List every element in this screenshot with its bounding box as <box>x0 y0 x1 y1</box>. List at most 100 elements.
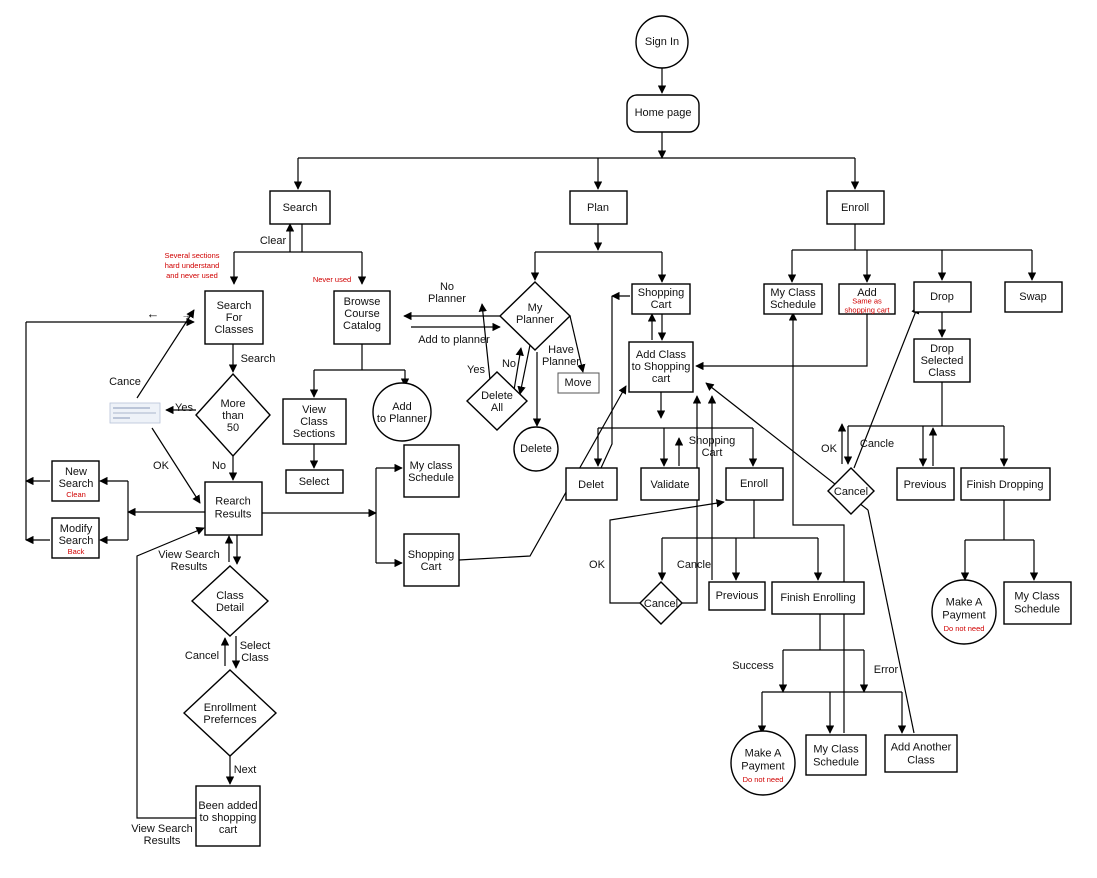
home-page-label: Home page <box>635 107 692 119</box>
finish-enrolling-label: Finish Enrolling <box>780 592 855 604</box>
success-edge-label: Success <box>732 660 774 672</box>
search-edge-label: Search <box>241 353 276 365</box>
swap-label: Swap <box>1019 291 1047 303</box>
enroll-sub-node: Enroll <box>725 467 784 501</box>
delete-label: Delete <box>520 443 552 455</box>
cancel-enroll-decision: Cancel <box>639 581 683 625</box>
clear-edge-label: Clear <box>260 235 287 247</box>
previous-enroll-label: Previous <box>716 590 759 602</box>
move-node: Move <box>557 372 600 394</box>
cancel-detail-edge-label: Cancel <box>185 650 219 662</box>
previous-drop-node: Previous <box>896 467 955 501</box>
ok-enroll-edge-label: OK <box>589 559 606 571</box>
select-node: Select <box>285 469 344 494</box>
clean-note: Clean <box>66 490 86 499</box>
add-to-planner-edge-label: Add to planner <box>418 334 490 346</box>
results-thumbnail <box>109 402 161 424</box>
search-node: Search <box>269 190 331 225</box>
sign-in-label: Sign In <box>645 36 679 48</box>
next-edge-label: Next <box>234 764 257 776</box>
error-edge-label: Error <box>874 664 899 676</box>
ok-left-edge-label: OK <box>153 460 170 472</box>
back-note: Back <box>68 547 85 556</box>
cancel-enroll-label: Cancel <box>644 598 678 610</box>
enroll-node: Enroll <box>826 190 885 225</box>
cancel-drop-label: Cancel <box>834 486 868 498</box>
left-arrow-glyph: ← <box>147 306 160 321</box>
move-label: Move <box>565 377 592 389</box>
delete-node: Delete <box>513 426 559 472</box>
right-arrow-glyph: → <box>182 310 191 320</box>
validate-node: Validate <box>640 467 700 501</box>
drop-node: Drop <box>913 281 972 313</box>
do-not-need-2-note: Do not need <box>944 624 985 633</box>
ok-drop-edge-label: OK <box>821 443 838 455</box>
finish-enrolling-node: Finish Enrolling <box>771 581 865 615</box>
yes-planner-edge-label: Yes <box>467 364 485 376</box>
home-page-node: Home page <box>626 94 700 133</box>
yes-more-edge-label: Yes <box>175 402 193 414</box>
search-label: Search <box>283 202 318 214</box>
never-used-note: Never used <box>313 275 351 284</box>
delet-node: Delet <box>565 467 618 501</box>
enroll-label: Enroll <box>841 202 869 214</box>
do-not-need-1-note: Do not need <box>743 775 784 784</box>
plan-label: Plan <box>587 202 609 214</box>
finish-dropping-node: Finish Dropping <box>960 467 1051 501</box>
finish-dropping-label: Finish Dropping <box>966 479 1043 491</box>
previous-drop-label: Previous <box>904 479 947 491</box>
enroll-sub-label: Enroll <box>740 478 768 490</box>
cancel-drop-decision: Cancel <box>827 467 875 515</box>
cancle-enroll-edge-label: Cancle <box>677 559 711 571</box>
select-label: Select <box>299 476 330 488</box>
add-label: Add <box>857 287 877 299</box>
plan-node: Plan <box>569 190 628 225</box>
